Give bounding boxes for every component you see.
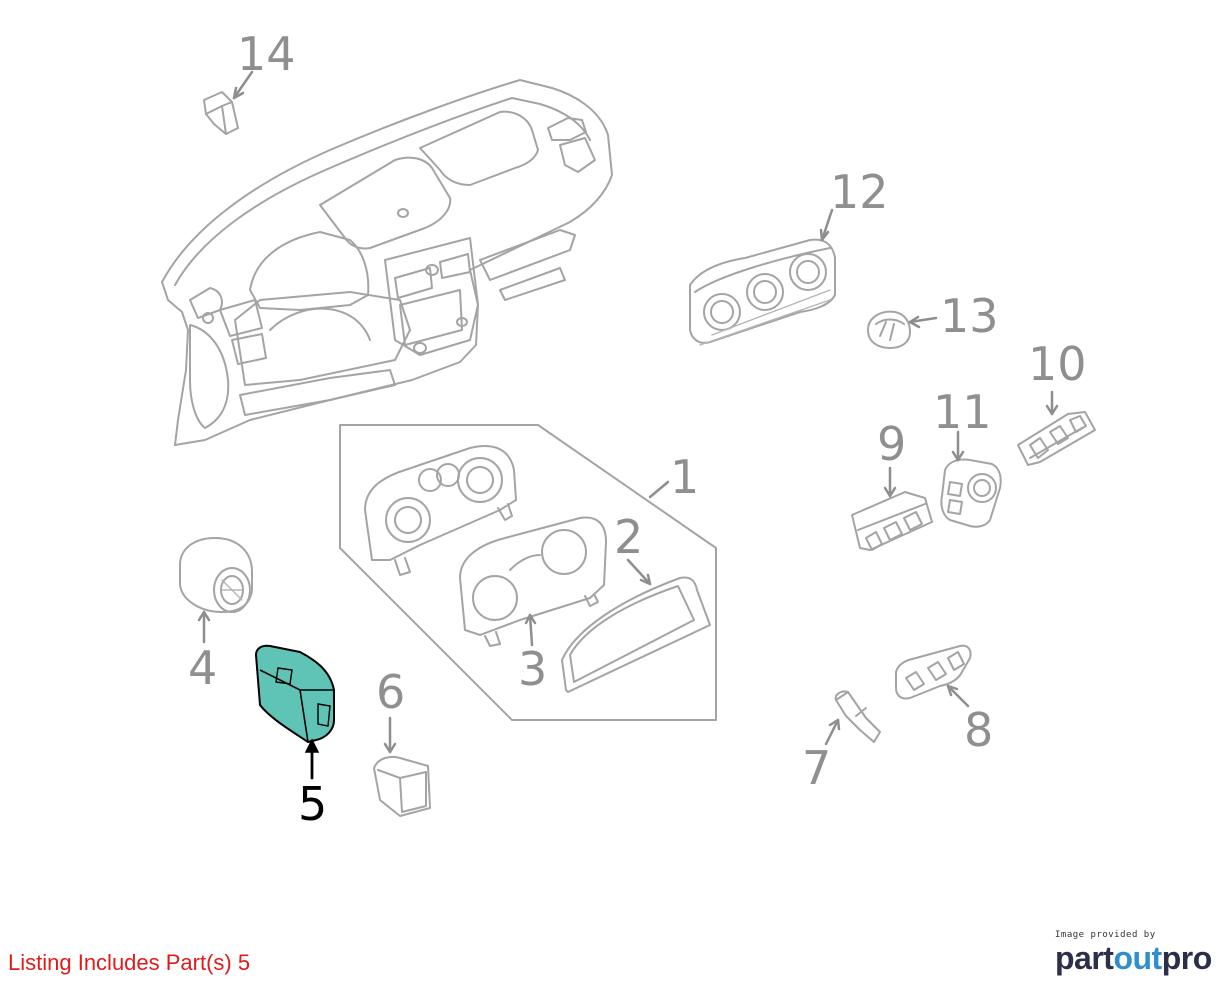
part-1-cluster-box <box>339 424 717 721</box>
part-11-switch-module <box>940 458 1002 528</box>
callout-arrows <box>197 70 1059 780</box>
callout-2: 2 <box>614 510 643 564</box>
part-12-climate-control <box>689 238 836 346</box>
listing-includes-text: Listing Includes Part(s) 5 <box>8 950 251 975</box>
part-7-pin <box>834 690 881 743</box>
callout-labels: 14 12 13 10 11 9 1 2 3 4 6 7 8 5 <box>188 27 1087 831</box>
logo-wordmark: partoutpro <box>1055 942 1215 974</box>
callout-5: 5 <box>298 777 327 831</box>
callout-11: 11 <box>933 385 992 439</box>
callout-9: 9 <box>877 417 906 471</box>
logo-caption: Image provided by <box>1055 930 1156 940</box>
partoutpro-logo: Image provided by partoutpro <box>1055 930 1215 974</box>
logo-out: out <box>1113 940 1162 976</box>
part-6-vent <box>373 755 431 817</box>
callout-14: 14 <box>237 27 296 81</box>
callout-7: 7 <box>802 741 831 795</box>
callout-1: 1 <box>670 450 699 504</box>
logo-pro: pro <box>1161 940 1213 976</box>
part-4-vent <box>179 537 253 613</box>
callout-13: 13 <box>940 289 999 343</box>
callout-8: 8 <box>964 703 993 757</box>
dashboard-illustration <box>161 79 613 446</box>
callout-4: 4 <box>188 641 217 695</box>
part-10-switch-bank <box>1017 411 1096 466</box>
callout-3: 3 <box>518 642 547 696</box>
logo-part: part <box>1055 940 1114 976</box>
callout-10: 10 <box>1028 337 1087 391</box>
part-9-switch-bank <box>851 491 933 551</box>
part-13-knob <box>867 310 911 349</box>
part-5-highlighted <box>255 644 335 743</box>
part-8-switch-bank <box>895 644 972 700</box>
callout-12: 12 <box>830 165 889 219</box>
part-14-clip <box>203 91 239 135</box>
callout-6: 6 <box>376 665 405 719</box>
